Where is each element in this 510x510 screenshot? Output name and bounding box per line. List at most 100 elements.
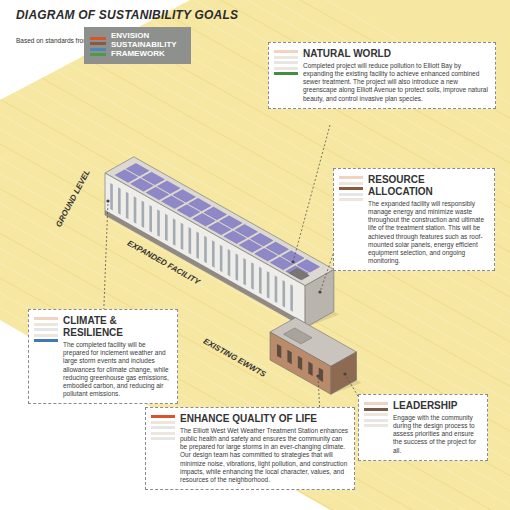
road-stripe [0, 171, 510, 510]
callout-heading: ENHANCE QUALITY OF LIFE [180, 413, 349, 425]
road-stripe [0, 126, 510, 510]
facade-window [290, 284, 293, 311]
color-bar [274, 67, 298, 70]
color-bar [90, 48, 106, 51]
color-bar [364, 402, 388, 405]
facade-window [308, 362, 312, 376]
facade-window [243, 258, 246, 285]
facade-window [142, 201, 145, 228]
expanded-facility-end-wall [305, 270, 334, 328]
color-bar [274, 50, 298, 53]
facade-window [251, 262, 254, 289]
color-bar [339, 176, 363, 179]
color-bar [90, 42, 106, 45]
callout-body: The expanded facility will responsibly m… [368, 200, 489, 265]
facade-window [196, 231, 199, 258]
road-stripe [0, 69, 510, 510]
solar-panel [204, 207, 227, 220]
color-bar [364, 419, 388, 422]
text-column: ENVISION SUSTAINABILITY FRAMEWORK [111, 32, 185, 59]
color-bars [151, 413, 175, 484]
logo-text: ENVISION SUSTAINABILITY FRAMEWORK [111, 32, 185, 59]
facade-window [236, 254, 239, 281]
solar-panel [173, 190, 196, 203]
callout-body: Completed project will reduce pollution … [303, 62, 490, 103]
color-bar [364, 408, 388, 411]
facade-window [287, 350, 291, 364]
facade-window [298, 356, 302, 370]
leader-line [293, 125, 330, 262]
facade-window [319, 367, 323, 381]
color-bar [274, 56, 298, 59]
callout-heading: LEADERSHIP [393, 400, 482, 412]
color-bar [339, 187, 363, 190]
road-stripe [0, 114, 510, 510]
facade-window [189, 227, 192, 254]
facade-window [275, 276, 278, 303]
callout-body: Engage with the community during the des… [393, 414, 482, 455]
road-stripe [0, 0, 510, 382]
goal-callout: ENHANCE QUALITY OF LIFEThe Elliott West … [145, 407, 355, 490]
logo-box: ENVISION SUSTAINABILITY FRAMEWORK [84, 27, 191, 64]
source-note: Based on standards from [16, 37, 89, 44]
color-bar [90, 53, 106, 56]
roof-unit [284, 328, 313, 344]
solar-panel [282, 251, 305, 264]
callout-heading: CLIMATE & RESILIENCE [63, 315, 172, 339]
facade-window [157, 209, 160, 236]
text-column: CLIMATE & RESILIENCEThe completed facili… [63, 315, 172, 398]
goal-callout: RESOURCE ALLOCATIONThe expanded facility… [333, 168, 495, 271]
text-column: LEADERSHIP Engage with the community duri… [393, 400, 482, 455]
color-bars [90, 35, 106, 57]
expanded-facility-facade [105, 173, 305, 328]
color-bar [34, 328, 58, 331]
color-bar [34, 323, 58, 326]
road-stripe [0, 0, 510, 359]
color-bar [34, 334, 58, 337]
road-stripe [0, 0, 510, 416]
existing-ewwts-end-wall [331, 352, 357, 394]
leader-dot [316, 374, 319, 377]
color-bar [364, 424, 388, 427]
road-stripe [0, 0, 510, 393]
facade-window [181, 223, 184, 250]
facade-window [282, 280, 285, 307]
road-stripe [0, 137, 510, 510]
road-stripe [0, 58, 510, 510]
color-bar [339, 193, 363, 196]
text-column: RESOURCE ALLOCATIONThe expanded facility… [368, 174, 489, 265]
color-bar [151, 432, 175, 435]
road-stripe [0, 160, 510, 510]
leader-dot [343, 372, 346, 375]
color-bar [151, 415, 175, 418]
text-column: ENHANCE QUALITY OF LIFEThe Elliott West … [180, 413, 349, 484]
color-bar [151, 421, 175, 424]
goal-callout: NATURAL WORLDCompleted project will redu… [268, 42, 496, 109]
leader-dot [106, 199, 109, 202]
callout-body: The completed facility will be prepared … [63, 341, 172, 398]
road-stripe [0, 24, 510, 510]
road-stripe [0, 0, 510, 472]
solar-panel [235, 225, 258, 238]
leader-dot [291, 260, 294, 263]
solar-panel [126, 163, 149, 176]
facade-window [259, 267, 262, 294]
facade-window [267, 271, 270, 298]
color-bar [364, 413, 388, 416]
facade-window [149, 205, 152, 232]
road-stripe [0, 35, 510, 510]
color-bar [339, 182, 363, 185]
facade-window [173, 218, 176, 245]
solar-panel [188, 198, 211, 211]
color-bar [339, 198, 363, 201]
